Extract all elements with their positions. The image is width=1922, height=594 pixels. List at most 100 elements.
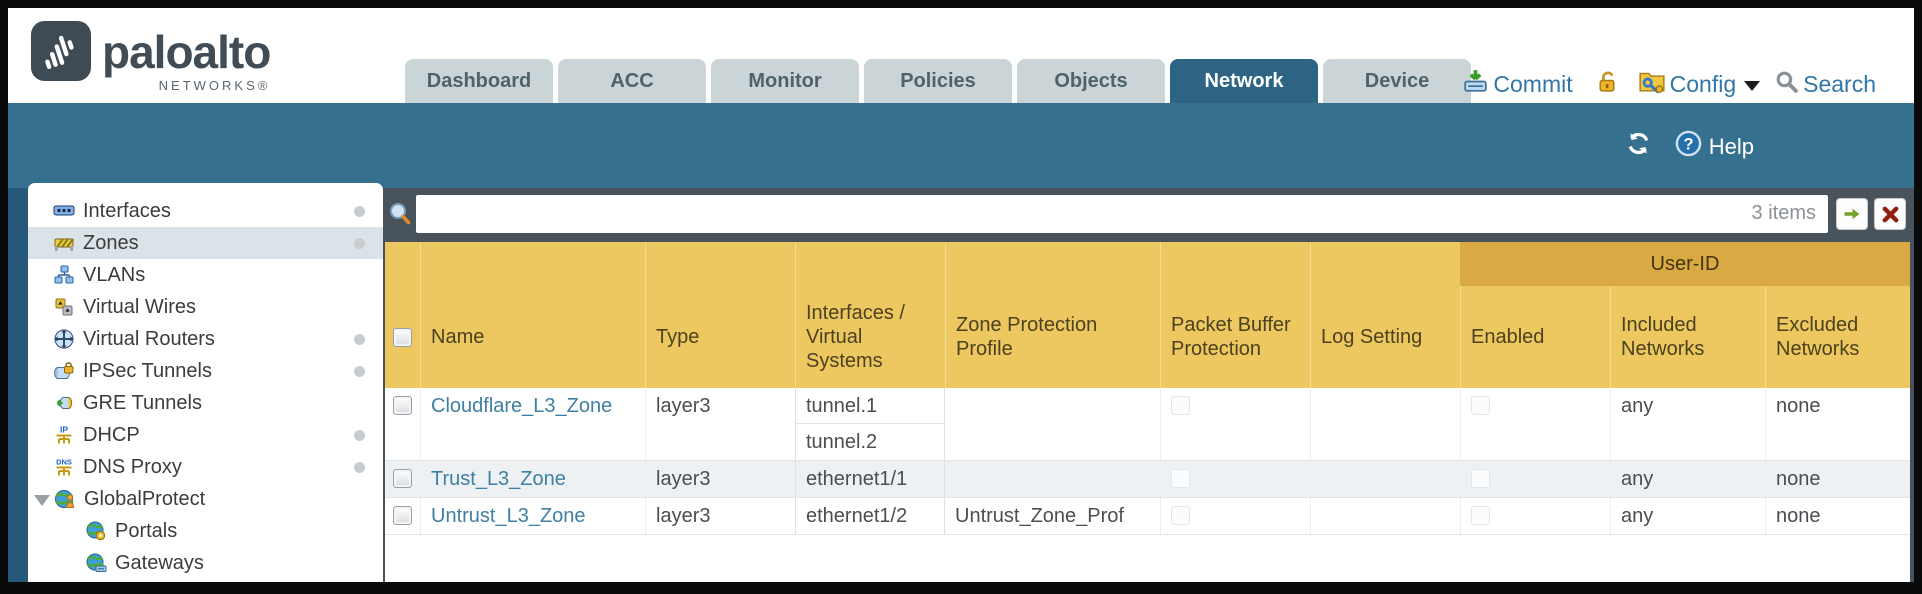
help-icon[interactable]: ? (1674, 129, 1703, 164)
config-icon[interactable] (1638, 67, 1666, 101)
excluded-networks-cell: none (1776, 468, 1821, 490)
packet-buffer-protection-checkbox[interactable] (1171, 506, 1190, 525)
interfaces-cell: ethernet1/2 (795, 498, 945, 534)
dhcp-icon: IP (53, 424, 75, 446)
sidebar-item-label: IPSec Tunnels (83, 359, 212, 382)
lock-icon[interactable] (1595, 69, 1620, 100)
expander-triangle-icon[interactable] (34, 495, 50, 506)
svg-text:?: ? (1683, 135, 1693, 153)
interface-entry: tunnel.2 (796, 424, 944, 460)
select-all-checkbox[interactable] (393, 327, 412, 347)
sidebar-item-portals[interactable]: Portals (28, 515, 383, 547)
status-dot-icon (354, 430, 365, 441)
tab-device[interactable]: Device (1323, 59, 1471, 103)
sidebar-item-virtual-routers[interactable]: Virtual Routers (28, 323, 383, 355)
gre-tunnels-icon (53, 392, 75, 414)
refresh-icon[interactable] (1625, 130, 1652, 163)
status-dot-icon (354, 366, 365, 377)
status-dot-icon (354, 462, 365, 473)
items-count: 3 items (1751, 202, 1816, 224)
sidebar-item-ipsec-tunnels[interactable]: IPSec Tunnels (28, 355, 383, 387)
sidebar-item-gateways[interactable]: Gateways (28, 547, 383, 579)
column-header-type[interactable]: Type (645, 242, 795, 388)
sidebar-item-vlans[interactable]: VLANs (28, 259, 383, 291)
sidebar-item-globalprotect[interactable]: GlobalProtect (28, 483, 383, 515)
sidebar-item-zones[interactable]: Zones (28, 227, 383, 259)
zone-name-link[interactable]: Trust_L3_Zone (431, 468, 566, 490)
user-id-enabled-checkbox[interactable] (1471, 396, 1490, 415)
config-dropdown-caret-icon[interactable] (1744, 81, 1761, 91)
portals-icon (85, 520, 107, 542)
column-header-excluded-networks[interactable]: Excluded Networks (1765, 242, 1910, 388)
search-button[interactable]: Search (1803, 70, 1876, 97)
column-header-label: Type (656, 326, 700, 348)
virtual-wires-icon (53, 296, 75, 318)
help-button[interactable]: Help (1708, 133, 1754, 159)
header-actions: Commit Config (1462, 66, 1880, 102)
filter-toolbar: 3 items (383, 188, 1914, 242)
zone-name-link[interactable]: Cloudflare_L3_Zone (431, 395, 613, 417)
packet-buffer-protection-checkbox[interactable] (1171, 396, 1190, 415)
gateways-icon (85, 552, 107, 574)
column-header-zone-protection-profile[interactable]: Zone Protection Profile (945, 242, 1160, 388)
row-select-checkbox[interactable] (393, 396, 412, 415)
column-header-included-networks[interactable]: Included Networks (1610, 242, 1765, 388)
column-header-label: Zone Protection Profile (956, 314, 1098, 360)
interface-name: tunnel.2 (806, 431, 878, 453)
sidebar-item-virtual-wires[interactable]: Virtual Wires (28, 291, 383, 323)
tab-objects[interactable]: Objects (1017, 59, 1165, 103)
config-button[interactable]: Config (1669, 70, 1737, 97)
user-id-group-label: User-ID (1650, 252, 1720, 275)
clear-filter-button[interactable] (1874, 198, 1906, 230)
tab-network[interactable]: Network (1170, 59, 1318, 103)
column-header-label: Included Networks (1621, 314, 1705, 360)
column-header-packet-buffer-protection[interactable]: Packet Buffer Protection (1160, 242, 1310, 388)
filter-magnifier-icon (387, 201, 413, 232)
ipsec-tunnels-icon (53, 360, 75, 382)
commit-button[interactable]: Commit (1493, 70, 1573, 97)
user-id-enabled-checkbox[interactable] (1471, 469, 1490, 488)
column-header-name[interactable]: Name (420, 242, 645, 388)
column-header-enabled[interactable]: Enabled (1460, 242, 1610, 388)
tab-policies[interactable]: Policies (864, 59, 1012, 103)
left-gutter (8, 188, 28, 582)
row-select-checkbox[interactable] (393, 469, 412, 488)
commit-icon[interactable] (1462, 68, 1489, 101)
zone-name-link[interactable]: Untrust_L3_Zone (431, 505, 586, 527)
interfaces-icon (53, 200, 75, 222)
interface-name: tunnel.1 (806, 395, 878, 417)
search-icon[interactable] (1774, 69, 1799, 100)
sidebar-item-label: GlobalProtect (84, 487, 206, 510)
row-select-checkbox[interactable] (393, 506, 412, 525)
sidebar-item-label: GRE Tunnels (83, 391, 202, 414)
filter-input[interactable] (416, 195, 1828, 233)
sidebar-item-label: Zones (83, 231, 139, 254)
interface-entry: ethernet1/2 (796, 498, 944, 534)
tab-dashboard[interactable]: Dashboard (405, 59, 553, 103)
sidebar-item-label: Portals (115, 519, 178, 542)
status-dot-icon (354, 206, 365, 217)
tab-acc[interactable]: ACC (558, 59, 706, 103)
column-header-interfaces-virtual-systems[interactable]: Interfaces / Virtual Systems (795, 242, 945, 388)
sidebar-item-interfaces[interactable]: Interfaces (28, 195, 383, 227)
sidebar-item-label: Gateways (115, 551, 204, 574)
apply-filter-button[interactable] (1836, 198, 1868, 230)
column-header-log-setting[interactable]: Log Setting (1310, 242, 1460, 388)
sidebar-item-gre-tunnels[interactable]: GRE Tunnels (28, 387, 383, 419)
tab-label: Network (1204, 69, 1284, 92)
excluded-networks-cell: none (1776, 395, 1821, 417)
column-header-label: Name (431, 326, 485, 348)
tab-monitor[interactable]: Monitor (711, 59, 859, 103)
user-id-enabled-checkbox[interactable] (1471, 506, 1490, 525)
packet-buffer-protection-checkbox[interactable] (1171, 469, 1190, 488)
